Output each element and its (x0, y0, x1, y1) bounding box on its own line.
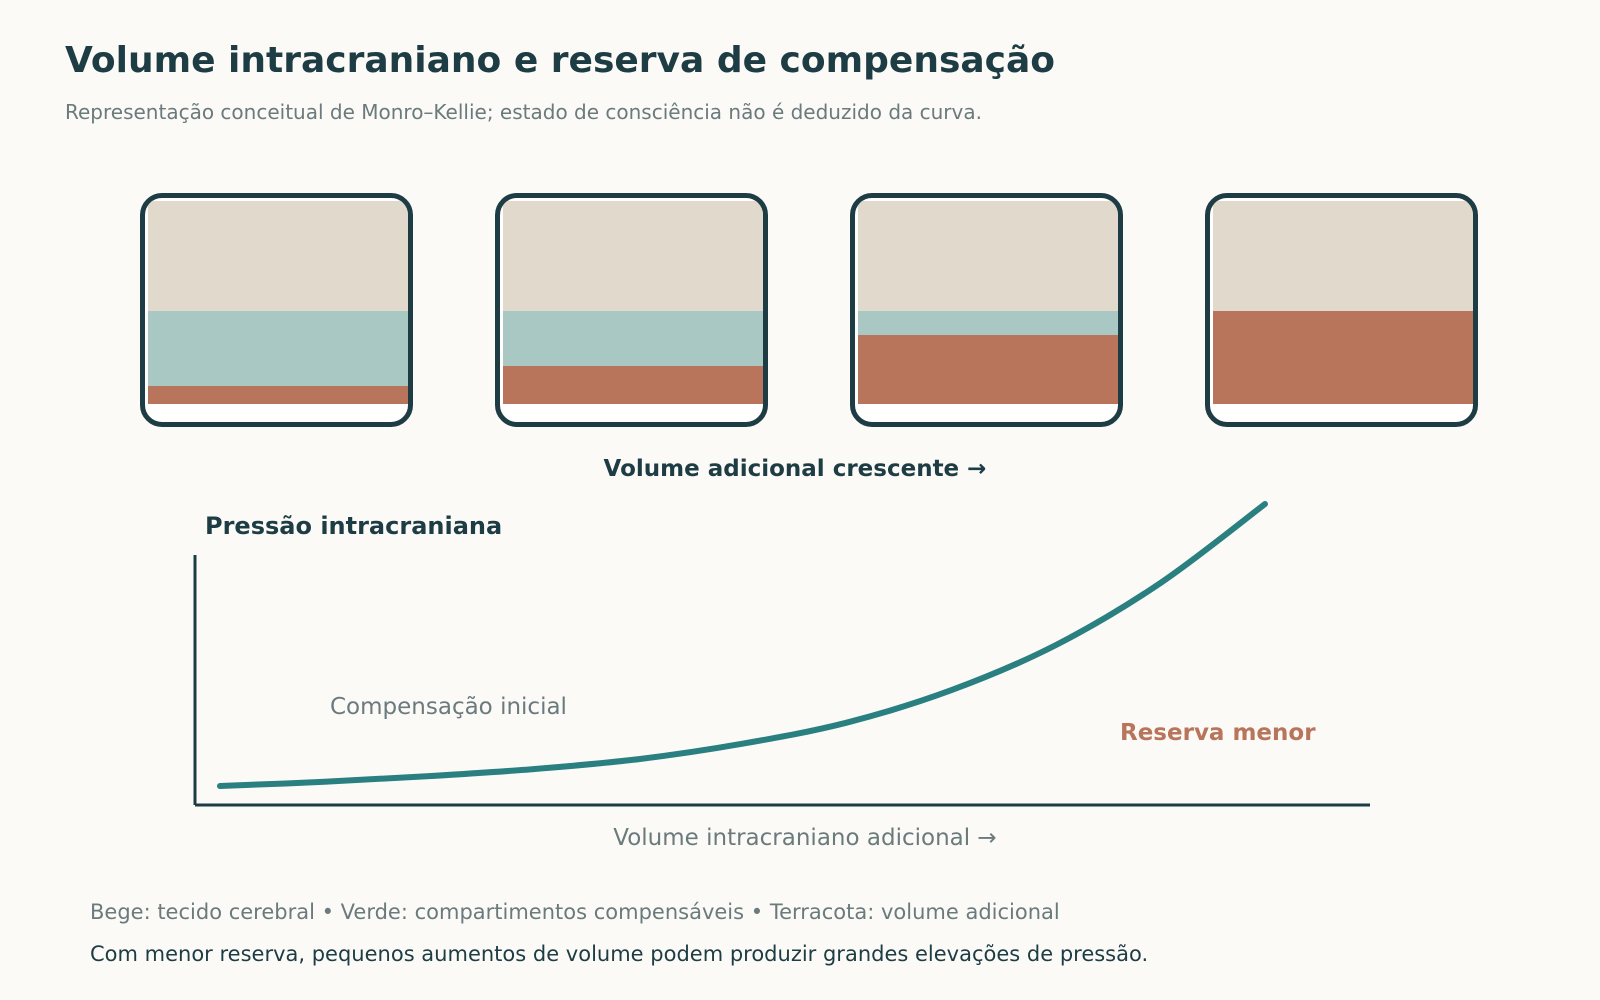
brain-tissue-layer (1213, 201, 1473, 311)
brain-tissue-layer (503, 201, 763, 311)
compartment (1213, 201, 1473, 404)
stage-panel-3 (850, 193, 1123, 427)
added-volume-layer (503, 366, 763, 404)
compartment (503, 201, 763, 404)
stage-panel-1 (140, 193, 413, 427)
brain-tissue-layer (148, 201, 408, 311)
stages-caption: Volume adicional crescente → (603, 456, 987, 482)
stage-panel-2 (495, 193, 768, 427)
x-axis-label: Volume intracraniano adicional → (613, 825, 996, 851)
page-title: Volume intracraniano e reserva de compen… (65, 40, 1056, 81)
pressure-curve (217, 501, 1268, 789)
compartment (148, 201, 408, 404)
compensatory-layer (148, 311, 408, 386)
color-legend: Bege: tecido cerebral • Verde: compartim… (90, 900, 1060, 924)
brain-tissue-layer (858, 201, 1118, 311)
compensatory-layer (503, 311, 763, 366)
y-axis-label: Pressão intracraniana (205, 512, 502, 540)
summary-note: Com menor reserva, pequenos aumentos de … (90, 942, 1149, 966)
added-volume-layer (1213, 311, 1473, 404)
added-volume-layer (858, 335, 1118, 404)
page-subtitle: Representação conceitual de Monro–Kellie… (65, 100, 982, 124)
compensatory-layer (858, 311, 1118, 335)
annotation-reduced-reserve: Reserva menor (1120, 720, 1316, 746)
compartment (858, 201, 1118, 404)
stage-panel-4 (1205, 193, 1478, 427)
added-volume-layer (148, 386, 408, 404)
annotation-initial-compensation: Compensação inicial (330, 694, 567, 720)
